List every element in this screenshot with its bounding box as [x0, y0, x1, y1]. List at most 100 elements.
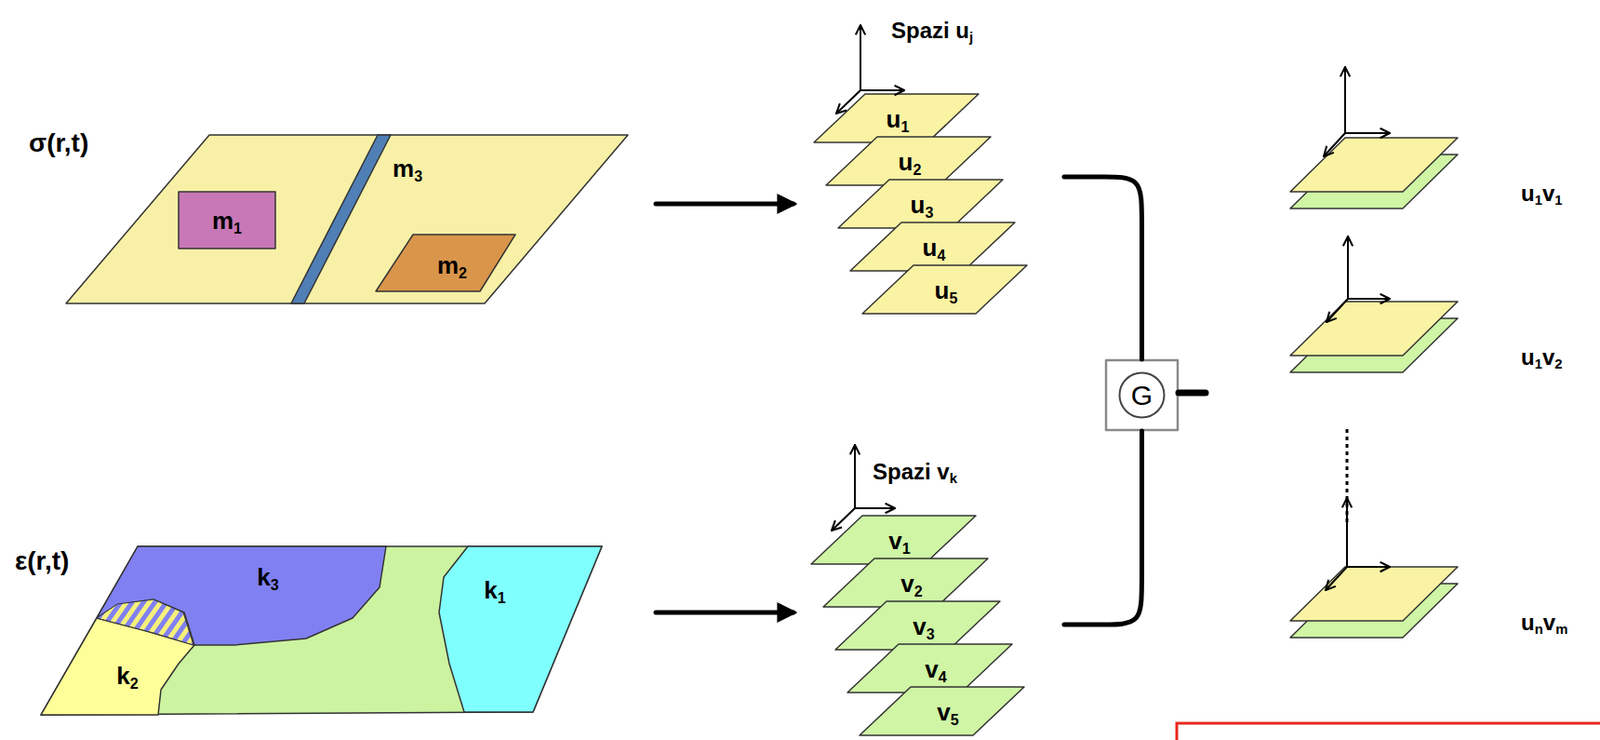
shape-fill: [862, 265, 1027, 314]
shape-fill: [835, 600, 1000, 650]
permittivity-region: k2: [40, 617, 195, 715]
shape-fill: [811, 515, 976, 564]
flow-arrow: [655, 201, 794, 207]
shape-fill: [850, 222, 1015, 271]
field-plane: u5: [862, 265, 1027, 314]
field-plane: u4: [850, 222, 1015, 271]
node-label: unvm: [1520, 611, 1568, 634]
node-label: m2: [437, 253, 467, 278]
ellipsis-line: [1346, 428, 1349, 526]
shape-fill: [178, 191, 276, 249]
node-label: v2: [900, 571, 922, 596]
node-label: u5: [934, 278, 959, 303]
frame-box: [1176, 722, 1600, 740]
node-label: k1: [483, 577, 506, 602]
shape-fill: [826, 136, 991, 186]
node-label: ε(r,t): [14, 547, 69, 574]
output-stub: [1178, 389, 1206, 397]
node-label: u1: [886, 106, 910, 132]
permittivity-region: k1: [439, 546, 602, 712]
axis-line: [1323, 133, 1346, 157]
shape-fill: [66, 134, 628, 304]
field-plane: v1: [811, 515, 976, 564]
shape-fill: [375, 234, 516, 292]
shape-fill: [1290, 137, 1458, 192]
node-label: G: [1131, 381, 1153, 410]
field-plane: u1: [813, 93, 979, 143]
material-region: m2: [375, 234, 516, 292]
node-label: u1v2: [1520, 346, 1563, 369]
axis-line: [836, 90, 861, 114]
axis-line: [1346, 236, 1349, 299]
node-label: m1: [212, 208, 242, 233]
shape-fill: [838, 179, 1003, 228]
material-region: m1: [178, 191, 276, 249]
node-label: Spazi vk: [872, 460, 958, 483]
plane-pair: u1v1: [1290, 137, 1458, 209]
shape-fill: [40, 617, 195, 715]
field-plane: v5: [859, 686, 1025, 735]
node-outline: [1290, 566, 1458, 638]
flow-arrow: [655, 610, 794, 615]
plane-pair: u1v2: [1290, 301, 1458, 373]
shape-fill: [1290, 301, 1458, 356]
mixed-region: [96, 599, 194, 645]
node-label: v4: [924, 656, 947, 681]
axis-line: [1346, 497, 1348, 567]
node-outline: [439, 546, 602, 712]
shape-fill: [439, 546, 602, 712]
node-label: v3: [912, 613, 934, 639]
node-label: σ(r,t): [28, 130, 89, 157]
permittivity-sheet: ε(r,t)k3k1k2: [40, 546, 602, 715]
axes: [831, 25, 1390, 590]
shape-fill: [1290, 566, 1458, 621]
shape-fill: [823, 558, 988, 607]
axis-line: [854, 506, 895, 509]
node-label: Spazi uj: [891, 19, 974, 42]
node-outline: [1290, 301, 1458, 373]
symbol-circle: [1120, 373, 1165, 418]
node-label: v1: [888, 528, 910, 553]
axis-line: [1325, 566, 1347, 590]
shape-fill: [291, 134, 391, 304]
field-plane: v3: [835, 600, 1000, 650]
coupling-bracket: [1064, 430, 1143, 625]
material-band: m3: [291, 134, 391, 304]
shape-fill: [1106, 360, 1178, 430]
plane-stack: Spazi vkv1v2v3v4v5: [811, 515, 1025, 735]
node-label: k3: [256, 564, 279, 589]
axis-line: [1344, 66, 1347, 134]
field-plane: v2: [823, 558, 988, 607]
field-plane: v4: [847, 643, 1013, 693]
axis-line: [831, 507, 855, 531]
shape-fill: [813, 93, 979, 143]
axis-line: [1347, 297, 1390, 300]
axis-line: [1326, 298, 1348, 322]
shape-fill: [40, 546, 602, 715]
axis-line: [1345, 132, 1390, 134]
field-plane: u2: [826, 136, 991, 186]
shape-fill: [859, 686, 1025, 735]
field-plane: u3: [838, 179, 1003, 228]
plane-pair: unvm: [1290, 566, 1458, 638]
shape-fill: [847, 643, 1013, 693]
coupling-bracket: [1064, 176, 1143, 360]
node-label: u4: [922, 235, 947, 260]
node-outline: [291, 134, 391, 304]
node-label: v5: [936, 699, 959, 724]
axis-line: [860, 89, 905, 92]
material-sheet: σ(r,t)m1m3m2: [66, 134, 628, 304]
axis-line: [1346, 565, 1390, 568]
coupling-box: G: [1105, 359, 1179, 431]
axis-line: [859, 25, 862, 91]
node-label: k2: [116, 663, 138, 688]
plane-stack: Spazi uju1u2u3u4u5: [813, 93, 1027, 314]
node-outline: [1290, 137, 1458, 209]
node-label: u1v1: [1520, 182, 1563, 205]
axis-line: [853, 444, 856, 508]
node-label: u3: [910, 192, 934, 217]
node-label: u2: [898, 149, 922, 174]
